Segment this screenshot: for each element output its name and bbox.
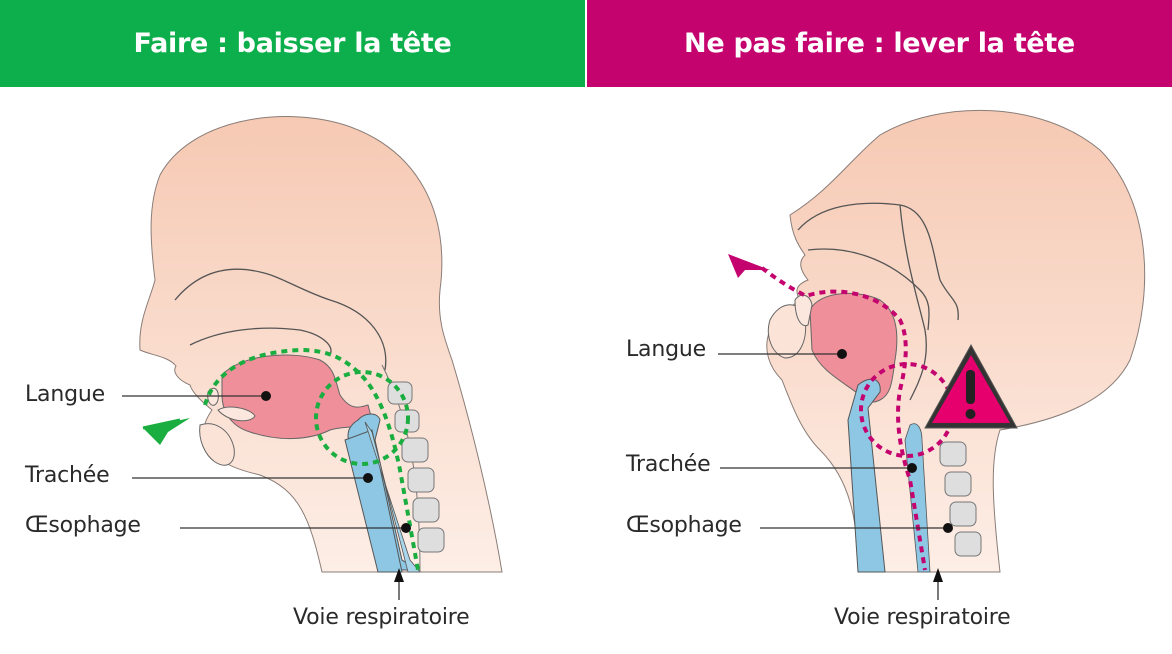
- label-trachea: Trachée: [25, 463, 110, 488]
- label-airway: Voie respiratoire: [834, 605, 1011, 630]
- header-dont-label: Ne pas faire : lever la tête: [684, 28, 1075, 59]
- head-lowered-illustration: [122, 116, 503, 600]
- label-tongue: Langue: [626, 337, 706, 362]
- panel-dont: Langue Trachée Œsophage Voie respiratoir…: [586, 87, 1172, 654]
- label-trachea: Trachée: [626, 452, 711, 477]
- panel-do: Langue Trachée Œsophage Voie respiratoir…: [0, 87, 586, 654]
- tongue-shape: [221, 354, 373, 439]
- header-dont: Ne pas faire : lever la tête: [587, 0, 1172, 87]
- header-do: Faire : baisser la tête: [0, 0, 585, 87]
- label-airway: Voie respiratoire: [293, 605, 470, 630]
- label-esophagus: Œsophage: [626, 513, 742, 538]
- header-do-label: Faire : baisser la tête: [133, 28, 452, 59]
- vertebrae: [939, 441, 982, 557]
- head-raised-illustration: [718, 109, 1146, 600]
- label-tongue: Langue: [25, 382, 105, 407]
- entry-arrow-icon: [143, 418, 190, 445]
- entry-arrow-icon: [728, 254, 770, 278]
- warning-triangle-icon: [924, 343, 1018, 429]
- label-esophagus: Œsophage: [25, 513, 141, 538]
